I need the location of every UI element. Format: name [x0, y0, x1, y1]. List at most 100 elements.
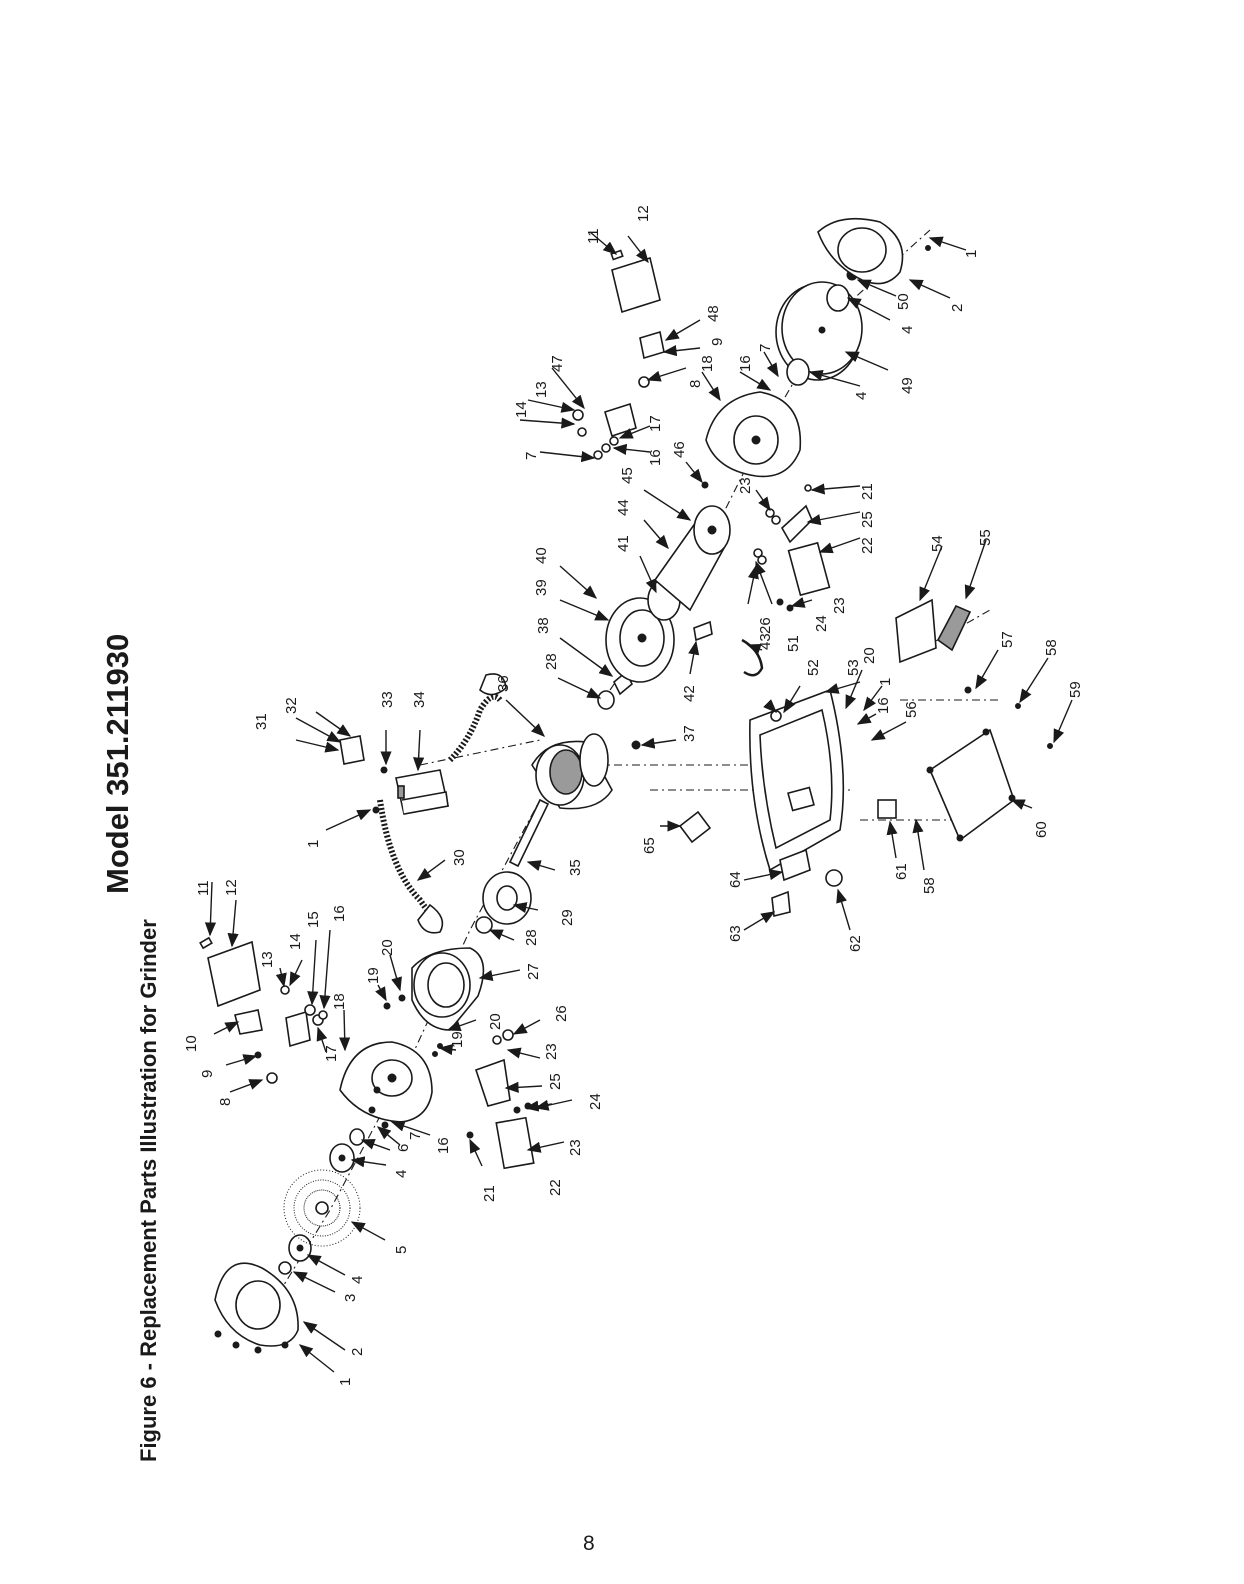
callout-26-left-knob: 26: [553, 1005, 570, 1022]
rubber-foot: [877, 799, 897, 819]
foot-screw-c: [1047, 743, 1053, 749]
callout-36-stator: 36: [495, 675, 512, 692]
callout-31-switch-plate-screw: 31: [253, 713, 270, 730]
right-inner-flange: [786, 358, 810, 386]
callout-50-right-wheel-nut: 50: [895, 293, 912, 310]
left-tool-rest: [466, 1029, 535, 1170]
callout-4-left-inner-flange: 4: [393, 1170, 410, 1178]
callout-13-right-knob: 13: [533, 381, 550, 398]
strain-relief-bushing: [825, 869, 843, 887]
right-wheel-guard: [817, 217, 931, 285]
callout-21-right-screw: 21: [859, 483, 876, 500]
callout-19-left-lower-screw: 19: [449, 1031, 466, 1048]
callout-21-left-screw: 21: [481, 1185, 498, 1202]
callout-4-right-inner-flange: 4: [853, 392, 870, 400]
callout-18-right-inner-guard: 18: [699, 355, 716, 372]
left-end-bell-hub: [496, 885, 518, 911]
right-bearing: [597, 690, 615, 710]
callout-4-right-outer-flange: 4: [899, 326, 916, 334]
right-outer-flange: [826, 284, 850, 312]
callout-39-right-end-bell: 39: [533, 579, 550, 596]
left-housing-screw: [383, 1002, 391, 1010]
callout-16-left-lock-washer: 16: [435, 1137, 452, 1154]
switch-plate: [339, 735, 365, 765]
base-axis: [419, 609, 1000, 821]
callout-14-left-knob: 14: [287, 933, 304, 950]
callout-9-left-screw: 9: [199, 1070, 216, 1078]
callout-23-right-washer-b: 23: [737, 477, 754, 494]
callout-6-left-spacer: 6: [395, 1144, 412, 1152]
callout-5-wire-wheel: 5: [393, 1246, 410, 1254]
callout-23-right-washer-a: 23: [831, 597, 848, 614]
callout-49-grinding-wheel: 49: [899, 377, 916, 394]
callout-58-foot-screw: 58: [921, 877, 938, 894]
light-socket: [771, 890, 791, 917]
callout-2-right-wheel-guard: 2: [949, 304, 966, 312]
callout-28-left-bearing: 28: [523, 929, 540, 946]
callout-37-stator-screw: 37: [681, 725, 698, 742]
callout-60-bottom-plate: 60: [1033, 821, 1050, 838]
callout-11-right-shield-clip: 11: [585, 228, 602, 244]
callout-20-left-lower-washer: 20: [487, 1013, 504, 1030]
power-cord: [377, 673, 507, 934]
callout-33-screw: 33: [379, 691, 396, 708]
callout-28-right-bearing: 28: [543, 653, 560, 670]
callout-14-right-knob-washer: 14: [513, 401, 530, 418]
wheel-nut: [278, 1261, 292, 1275]
callout-labels: 1 2 3 4 5 4 6 7 16 8 9 10 11 12 13 14 15…: [183, 205, 1084, 1386]
foot-screw-b: [1015, 703, 1021, 709]
callout-35-armature: 35: [567, 859, 584, 876]
strain-relief: [693, 620, 713, 642]
armature-shaft: [508, 798, 550, 868]
callout-16-right-lock-washer: 16: [647, 449, 664, 466]
callout-7-right-screw: 7: [757, 344, 774, 352]
page-number: 8: [583, 1532, 595, 1555]
right-lock-washer-a: [593, 450, 603, 460]
right-lock-washer-b: [601, 443, 611, 453]
left-tool-rest-bracket: [280, 985, 328, 1048]
callout-57-plate-screw: 57: [999, 631, 1016, 648]
callout-41-fan: 41: [615, 535, 632, 552]
callout-16-left-washer: 16: [331, 905, 348, 922]
callout-56-base-nut: 56: [903, 701, 920, 718]
callout-13-left-knob-screw: 13: [259, 951, 276, 968]
callout-61-rubber-foot: 61: [893, 863, 910, 880]
callout-22-left-tool-rest: 22: [547, 1179, 564, 1196]
right-end-bell: [605, 597, 675, 683]
callout-16-right-washer: 16: [737, 355, 754, 372]
callout-64-light-bracket: 64: [727, 871, 744, 888]
callout-24-right-lock-washer: 24: [813, 615, 830, 632]
switch-box-screw: [372, 806, 380, 814]
callout-24-left-lock-washer: 24: [587, 1093, 604, 1110]
callout-62-bushing: 62: [847, 935, 864, 952]
leader-lines: [204, 231, 1073, 1373]
grinder-base: [749, 688, 845, 872]
callout-30-power-cord: 30: [451, 849, 468, 866]
callout-43-ground-wire: 43: [757, 633, 774, 650]
callout-55-switch-key: 55: [977, 529, 994, 546]
left-lower-washer: [432, 1051, 438, 1057]
right-motor-housing: [647, 505, 731, 621]
callout-7-right-shoulder-screw: 7: [523, 452, 540, 460]
callout-38-wave-washer: 38: [535, 617, 552, 634]
callout-59-foot-screw: 59: [1067, 681, 1084, 698]
callout-48-right-bracket: 48: [705, 305, 722, 322]
bottom-plate: [926, 728, 1016, 842]
callout-58-plate-screw: 58: [1043, 639, 1060, 656]
callout-16-base-lock-washer: 16: [875, 697, 892, 714]
callout-51-terminal: 51: [785, 635, 802, 652]
callout-20-left-washer: 20: [379, 939, 396, 956]
callout-27-left-housing: 27: [525, 963, 542, 980]
callout-12-left-eye-shield: 12: [223, 879, 240, 896]
light-assembly: [678, 810, 712, 844]
callout-9-right-screw: 9: [709, 338, 726, 346]
callout-18-left-inner-guard: 18: [331, 993, 348, 1010]
callout-8-left-clip: 8: [217, 1098, 234, 1106]
callout-40-through-bolt: 40: [533, 547, 550, 564]
callout-42-strain-relief: 42: [681, 685, 698, 702]
callout-22-right-tool-rest: 22: [859, 537, 876, 554]
right-inner-guard: [705, 391, 802, 478]
wire-wheel-brush: [283, 1169, 361, 1247]
callout-7-left-shoulder-screw: 7: [407, 1132, 424, 1140]
